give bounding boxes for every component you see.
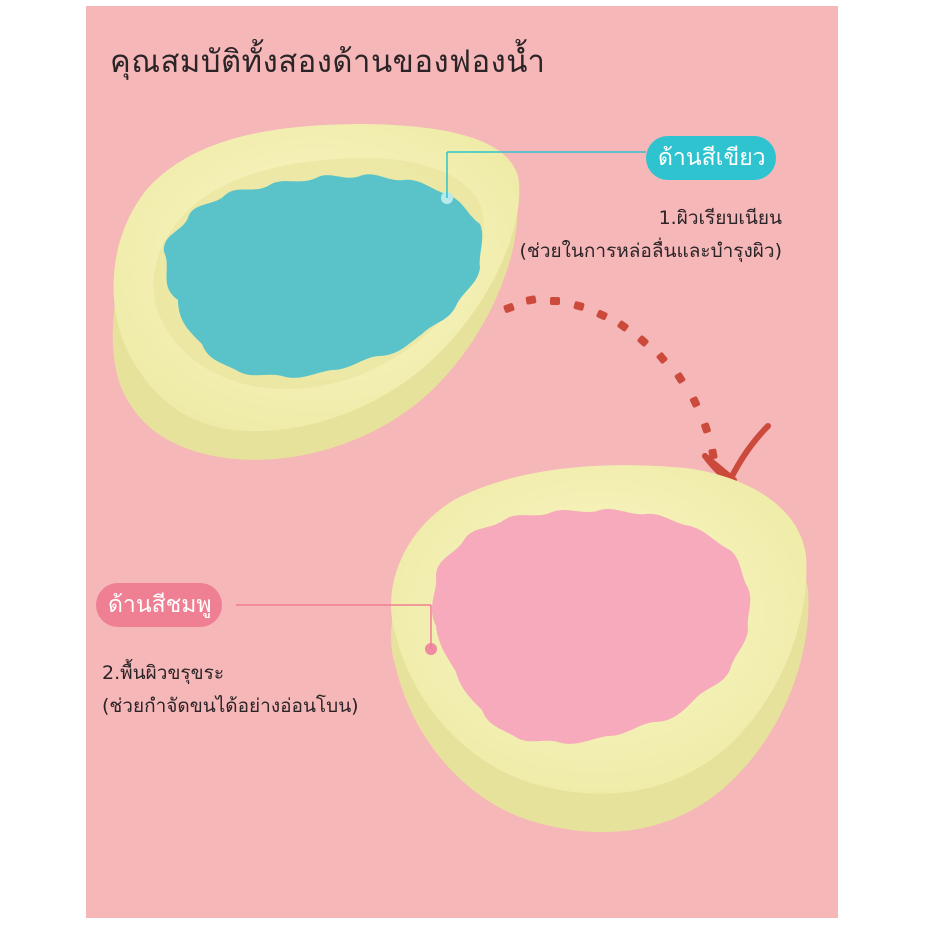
- pink-side-line2: (ช่วยกำจัดขนได้อย่างอ่อนโบน): [102, 695, 359, 717]
- pink-side-line1: 2.พื้นผิวขรุขระ: [102, 662, 225, 684]
- pink-side-label: ด้านสีชมพู: [96, 583, 222, 627]
- green-side-label: ด้านสีเขียว: [646, 136, 776, 180]
- pink-sponge: [236, 465, 809, 833]
- green-sponge: [112, 124, 646, 460]
- green-side-line2: (ช่วยในการหล่อลื่นและบำรุงผิว): [519, 240, 782, 262]
- green-face: [163, 174, 483, 378]
- sponge-illustration: [112, 124, 809, 833]
- green-side-description: 1.ผิวเรียบเนียน (ช่วยในการหล่อลื่นและบำร…: [520, 202, 782, 268]
- flip-arrow: [503, 295, 771, 485]
- green-side-line1: 1.ผิวเรียบเนียน: [658, 207, 782, 229]
- pink-face: [431, 509, 751, 744]
- pink-side-description: 2.พื้นผิวขรุขระ (ช่วยกำจัดขนได้อย่างอ่อน…: [102, 657, 359, 723]
- product-image-panel: คุณสมบัติทั้งสองด้านของฟองน้ำ ด้านสีเขีย…: [86, 6, 838, 918]
- page-title: คุณสมบัติทั้งสองด้านของฟองน้ำ: [110, 44, 546, 80]
